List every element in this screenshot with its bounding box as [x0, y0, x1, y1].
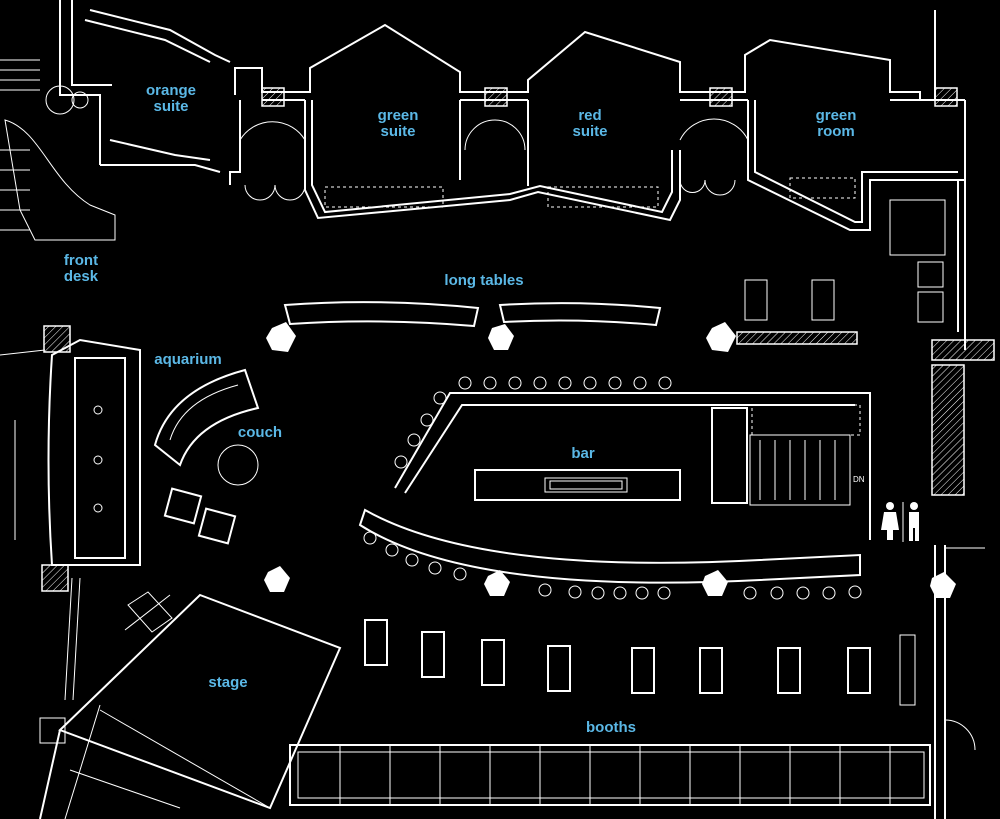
stage-label: stage	[208, 674, 248, 691]
green-suite-label: green suite	[378, 108, 419, 140]
right-wall	[899, 339, 995, 819]
orange-suite-label: orange suite	[146, 83, 196, 115]
front-desk-label: front desk	[64, 253, 98, 285]
red-suite-label: red suite	[572, 108, 607, 140]
orange-suite-label-line1: orange	[145, 82, 197, 99]
couch	[153, 368, 290, 592]
green-room-label-line2: room	[817, 123, 855, 140]
red-suite-label-line2: suite	[572, 123, 608, 140]
suites-wall	[229, 10, 966, 350]
long-tables	[266, 279, 858, 352]
stair-down-label: DN	[853, 475, 865, 484]
front-desk-label-line1: front	[63, 252, 99, 269]
aquarium-label: aquarium	[154, 351, 222, 368]
aquarium	[0, 325, 141, 592]
front-desk-label-line2: desk	[63, 268, 99, 285]
orange-suite-area	[0, 0, 231, 241]
orange-suite-label-line2: suite	[153, 98, 189, 115]
booths-label: booths	[586, 719, 636, 736]
bar-stools	[363, 376, 862, 600]
couch-label: couch	[237, 424, 283, 441]
green-suite-label-line2: suite	[380, 123, 416, 140]
red-suite-label-line1: red	[578, 107, 602, 124]
booths	[289, 619, 931, 806]
stage	[39, 577, 342, 819]
bar-label: bar	[571, 445, 595, 462]
green-room-label-line1: green	[815, 107, 857, 124]
green-suite-label-line1: green	[377, 107, 419, 124]
long-tables-label: long tables	[444, 272, 524, 289]
green-room-label: green room	[816, 108, 857, 140]
bar	[358, 392, 871, 596]
restroom-icon	[881, 502, 919, 542]
